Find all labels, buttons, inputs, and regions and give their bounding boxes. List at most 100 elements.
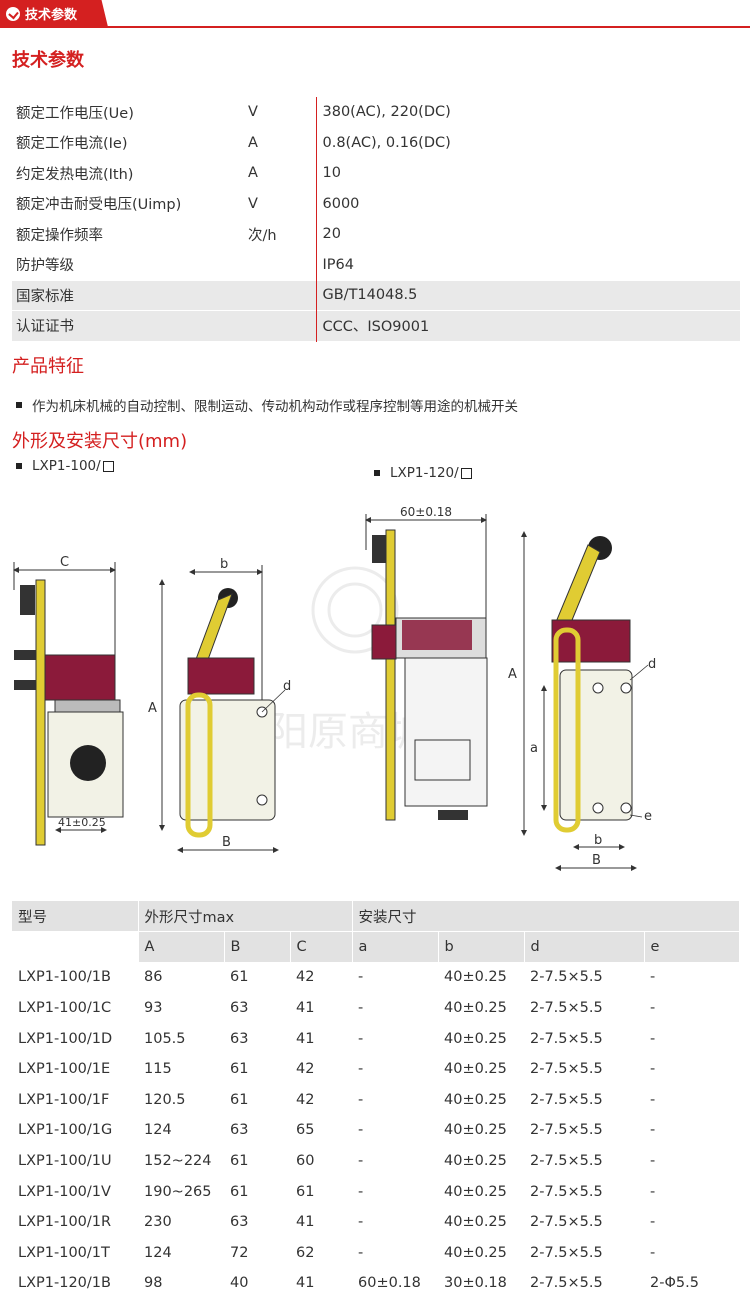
dim-cell: 42: [296, 1091, 315, 1108]
dim-header-row-1: 型号 外形尺寸max 安装尺寸: [12, 901, 740, 932]
spec-name: 约定发热电流(Ith): [16, 166, 134, 183]
dim-header-d: d: [524, 931, 645, 963]
dim-cell: 2-7.5×5.5: [530, 1030, 603, 1047]
dim-header-c-big: C: [290, 931, 353, 963]
dim-cell: 40±0.25: [444, 1091, 507, 1108]
dim-cell: 72: [230, 1244, 249, 1261]
dim-cell: 40±0.25: [444, 1214, 507, 1231]
spec-row: 国家标准 GB/T14048.5: [12, 280, 740, 311]
dim-cell: -: [650, 1153, 656, 1170]
model-label-left: LXP1-100/: [16, 458, 114, 474]
dim-cell: 40±0.25: [444, 1183, 507, 1200]
spec-value: IP64: [322, 256, 354, 273]
dim-cell: 60: [296, 1153, 315, 1170]
spec-row: 约定发热电流(Ith) A 10: [12, 158, 740, 189]
dim-cell: 63: [230, 1122, 249, 1139]
spec-value: 10: [322, 165, 341, 182]
spec-name: 认证证书: [12, 310, 244, 341]
dim-cell: 62: [296, 1244, 315, 1261]
dim-cell: 124: [144, 1122, 172, 1139]
dim-cell: 41: [296, 1275, 315, 1292]
dim-cell: LXP1-100/1F: [18, 1091, 110, 1108]
dim-cell: 152~224: [144, 1153, 212, 1170]
spec-unit: A: [244, 158, 317, 189]
dim-cell: -: [650, 1214, 656, 1231]
spec-name: 额定工作电压(Ue): [16, 105, 134, 122]
spec-unit: [244, 310, 317, 341]
label-a-big: A: [148, 701, 157, 716]
figure-front-view-120: A a d e b B: [508, 531, 656, 871]
section-title-dimensions: 外形及安装尺寸(mm): [12, 431, 188, 452]
figure-section-view: 60±0.18: [365, 505, 488, 821]
dim-header-outline: 外形尺寸max: [138, 901, 353, 932]
spec-value: GB/T14048.5: [316, 280, 740, 311]
dim-cell: -: [650, 1091, 656, 1108]
model-label-right: LXP1-120/: [374, 465, 472, 481]
spec-name: 国家标准: [12, 280, 244, 311]
dim-cell: 40±0.25: [444, 1153, 507, 1170]
dim-cell: 2-Φ5.5: [650, 1275, 699, 1292]
dim-cell: -: [650, 1183, 656, 1200]
tab-label: 技术参数: [25, 8, 78, 23]
dim-cell: 61: [230, 1091, 249, 1108]
dim-cell: 42: [296, 1061, 315, 1078]
watermark-text: 阳原商城: [268, 709, 428, 755]
spec-unit: [244, 280, 317, 311]
dim-cell: 40±0.25: [444, 1244, 507, 1261]
label-d: d: [283, 679, 291, 694]
dim-cell: 63: [230, 1214, 249, 1231]
label-r-b-big: B: [592, 853, 601, 868]
dim-cell: LXP1-100/1T: [18, 1244, 110, 1261]
spec-unit: [244, 249, 317, 280]
dim-cell: -: [358, 1153, 364, 1170]
dim-cell: 2-7.5×5.5: [530, 1183, 603, 1200]
dim-cell: 65: [296, 1122, 315, 1139]
dim-cell: 2-7.5×5.5: [530, 1000, 603, 1017]
dim-header-e: e: [644, 931, 740, 963]
spec-unit: V: [244, 188, 317, 219]
dim-cell: 41: [296, 1000, 315, 1017]
dim-cell: LXP1-100/1E: [18, 1061, 111, 1078]
dim-cell: 2-7.5×5.5: [530, 1244, 603, 1261]
dim-cell: 40±0.25: [444, 1061, 507, 1078]
dim-header-row-2: A B C a b d e: [12, 931, 740, 963]
spec-value: 0.8(AC), 0.16(DC): [322, 134, 451, 151]
feature-text: 作为机床机械的自动控制、限制运动、传动机构动作或程序控制等用途的机械开关: [32, 399, 518, 415]
dim-cell: 115: [144, 1061, 172, 1078]
dim-cell: -: [358, 1061, 364, 1078]
tab-tech-params[interactable]: 技术参数: [0, 0, 108, 27]
dim-cell: 2-7.5×5.5: [530, 1122, 603, 1139]
dim-cell: 105.5: [144, 1030, 186, 1047]
dim-cell: 42: [296, 969, 315, 986]
dim-cell: LXP1-100/1R: [18, 1214, 112, 1231]
spec-value: 380(AC), 220(DC): [322, 104, 451, 120]
label-c: C: [60, 555, 69, 570]
label-r-d: d: [648, 657, 656, 672]
dim-cell: 63: [230, 1030, 249, 1047]
dim-cell: -: [650, 1000, 656, 1017]
dim-cell: 61: [230, 1153, 249, 1170]
dim-cell: -: [650, 1122, 656, 1139]
model-right-text: LXP1-120/: [390, 465, 459, 481]
dim-cell: 41: [296, 1214, 315, 1231]
dim-cell: 230: [144, 1214, 172, 1231]
check-icon: [6, 6, 20, 21]
spec-name: 额定工作电流(Ie): [16, 136, 128, 153]
dim-cell: 2-7.5×5.5: [530, 1153, 603, 1170]
dim-cell: 93: [144, 1000, 163, 1017]
dim-cell: 40±0.25: [444, 1122, 507, 1139]
dim-header-blank: [12, 931, 139, 963]
dim-cell: 2-7.5×5.5: [530, 1275, 603, 1292]
spec-unit: A: [244, 127, 317, 158]
dimension-table: 型号 外形尺寸max 安装尺寸 A B C a b d e LXP1-100/1…: [12, 901, 740, 1299]
dim-header-a: a: [352, 931, 439, 963]
label-41: 41±0.25: [58, 816, 106, 829]
dim-header-model: 型号: [12, 901, 139, 932]
